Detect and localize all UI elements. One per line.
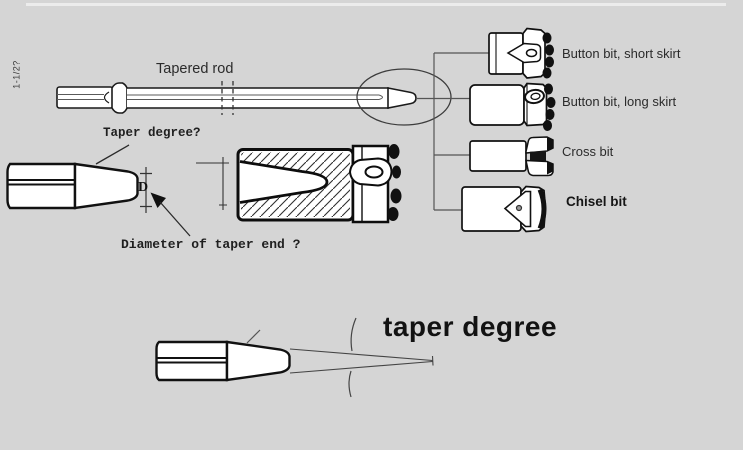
cross-blade-top: [525, 136, 554, 154]
bit-skirt: [469, 84, 525, 126]
hex-shank: [6, 162, 77, 210]
diameter-question-label: Diameter of taper end ?: [121, 237, 301, 252]
carbide-buttons: [543, 83, 556, 131]
section-dim-vertical: [219, 157, 227, 210]
rod-shaft-fill: [127, 88, 389, 108]
rod-size-marking: 1-1/2?: [11, 60, 22, 89]
bit-label-button-short-skirt: Button bit, short skirt: [562, 46, 681, 61]
rod-shaft-hex-edges: [127, 94, 379, 100]
detail-ellipse: [356, 68, 452, 126]
flushing-hole: [525, 48, 538, 58]
taper-end-detail-drawing: [6, 144, 191, 237]
collar-transition-mark: [103, 91, 110, 104]
tapered-socket: [239, 160, 329, 204]
taper-degree-title: taper degree: [383, 311, 558, 342]
angle-arc-top: [350, 317, 357, 352]
rod-collar: [111, 82, 128, 114]
cross-blade-bottom: [525, 159, 554, 177]
carbide-insert: [547, 161, 553, 175]
bit-label-chisel-bit: Chisel bit: [566, 194, 627, 209]
bit-label-button-long-skirt: Button bit, long skirt: [562, 94, 677, 109]
taper-degree-question-label: Taper degree?: [103, 126, 201, 140]
taper-section: [225, 340, 291, 382]
connector-bracket: [416, 52, 489, 211]
cross-center-insert: [530, 151, 546, 163]
diameter-arrow-icon: [150, 192, 166, 208]
flushing-hole: [524, 88, 545, 105]
taper-tick-mark: [246, 329, 261, 344]
rod-shaft-hex-end: [378, 94, 383, 100]
dimension-d-label: D: [138, 180, 149, 195]
bit-head-face: [506, 42, 542, 64]
bit-label-cross-bit: Cross bit: [562, 144, 614, 159]
taper-degree-diagram: [155, 317, 434, 398]
flushing-hole: [364, 165, 384, 179]
bit-body: [469, 140, 527, 172]
taper-degree-leader-line: [95, 144, 130, 165]
tapered-rod-label: Tapered rod: [156, 61, 234, 77]
break-lines: [221, 81, 234, 115]
taper-section: [73, 162, 139, 210]
cross-bit-drawing: [469, 136, 554, 177]
tapered-rod-drawing: [56, 81, 417, 115]
apex-tick: [431, 355, 434, 366]
angle-arc-bottom: [348, 370, 352, 398]
carbide-buttons: [542, 32, 554, 79]
carbide-buttons: [387, 144, 402, 221]
button-bit-short-skirt-drawing: [488, 27, 554, 79]
diameter-leader-line: [159, 201, 191, 237]
rod-hex-edges: [57, 94, 104, 100]
chisel-edge-insert: [537, 188, 547, 230]
button-bit-long-skirt-drawing: [469, 82, 556, 131]
flushing-hole: [515, 204, 523, 212]
hex-edges: [157, 357, 227, 364]
rod-shaft-edges: [127, 87, 389, 109]
hex-edges: [8, 179, 75, 186]
carbide-insert: [547, 137, 553, 151]
scan-artifact-strip: [26, 3, 726, 6]
bit-cross-section-drawing: [196, 144, 402, 224]
rod-taper-tip: [387, 87, 417, 109]
chisel-bit-drawing: [461, 185, 547, 233]
hex-shank: [155, 340, 229, 382]
dimension-ticks: [140, 172, 152, 208]
angle-construction-lines: [289, 348, 433, 374]
